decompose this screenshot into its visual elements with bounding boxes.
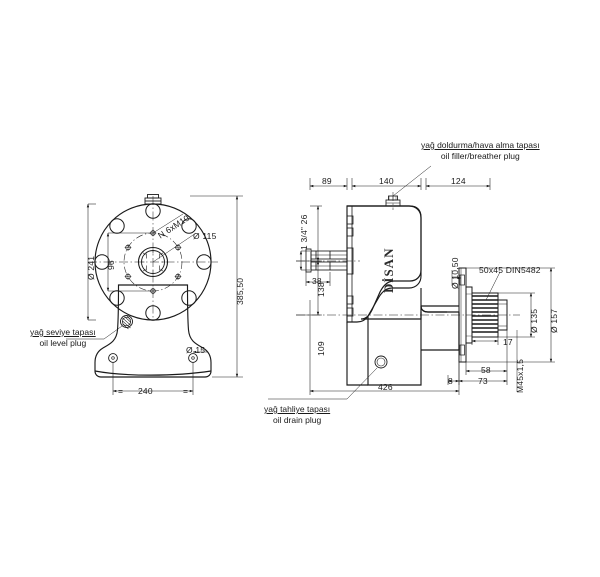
dim-spline-len: 17 bbox=[503, 337, 513, 347]
sym-equal-right: = bbox=[183, 386, 189, 396]
side-view bbox=[296, 192, 520, 386]
dim-outer-diameter: Ø 241 bbox=[86, 255, 96, 280]
callout-oil-filler-en: oil filler/breather plug bbox=[440, 151, 520, 162]
dim-height-upper: 138 bbox=[316, 282, 326, 297]
dim-bolt-circle: Ø 115 bbox=[193, 231, 217, 241]
side-centerlines bbox=[296, 192, 520, 316]
spline-note: 50x45 DIN5482 bbox=[479, 265, 541, 275]
front-base-holes bbox=[108, 353, 198, 363]
callout-oil-filler-tr: yağ doldurma/hava alma tapası bbox=[421, 140, 540, 150]
dim-spline-dia: Ø 135 bbox=[529, 308, 539, 333]
dim-base-width: 240 bbox=[138, 386, 153, 396]
brand-logo: DİSAN bbox=[381, 247, 396, 293]
dim-base-hole: Ø 15 bbox=[186, 345, 206, 355]
dim-total-length: 426 bbox=[378, 382, 393, 392]
side-input-port bbox=[305, 247, 354, 275]
side-housing-outline bbox=[346, 205, 460, 386]
sym-equal-left: = bbox=[118, 386, 124, 396]
dim-height-lower: 109 bbox=[316, 341, 326, 356]
callout-oil-drain-tr: yağ tahliye tapası bbox=[264, 404, 331, 414]
callout-oil-level-plug: yağ seviye tapası oil level plug bbox=[30, 327, 96, 349]
callout-oil-filler-breather-plug: yağ doldurma/hava alma tapası oil filler… bbox=[421, 140, 540, 162]
dim-port-offset: 38 bbox=[312, 276, 322, 286]
dim-8: 8 bbox=[448, 376, 453, 386]
dim-total-height: 385,50 bbox=[235, 277, 245, 305]
callout-oil-drain-en: oil drain plug bbox=[272, 415, 322, 426]
front-view bbox=[88, 194, 218, 378]
oil-level-plug-symbol bbox=[120, 315, 133, 330]
dim-58: 58 bbox=[481, 365, 491, 375]
front-housing-outline bbox=[94, 284, 212, 378]
dim-bore-height: 96 bbox=[106, 260, 116, 270]
side-wall-bosses bbox=[346, 215, 354, 317]
dim-c: 124 bbox=[451, 176, 466, 186]
front-view-dimensions bbox=[66, 195, 243, 395]
callout-oil-level-tr: yağ seviye tapası bbox=[30, 327, 96, 337]
dim-b: 140 bbox=[379, 176, 394, 186]
oil-drain-plug-symbol bbox=[374, 355, 388, 369]
dim-port-thread: 1 3/4" 26 bbox=[299, 214, 309, 250]
dim-flange-dia: Ø 157 bbox=[549, 308, 559, 333]
thread-note: M45x1,5 bbox=[515, 358, 525, 393]
dim-flange-hole: Ø 10,50 bbox=[450, 257, 460, 289]
callout-oil-drain-plug: yağ tahliye tapası oil drain plug bbox=[264, 404, 330, 426]
side-view-dimensions bbox=[268, 165, 555, 400]
side-housing-silhouette bbox=[347, 205, 447, 320]
dim-73: 73 bbox=[478, 376, 488, 386]
dim-a: 89 bbox=[322, 176, 332, 186]
callout-oil-level-en: oil level plug bbox=[39, 338, 87, 349]
